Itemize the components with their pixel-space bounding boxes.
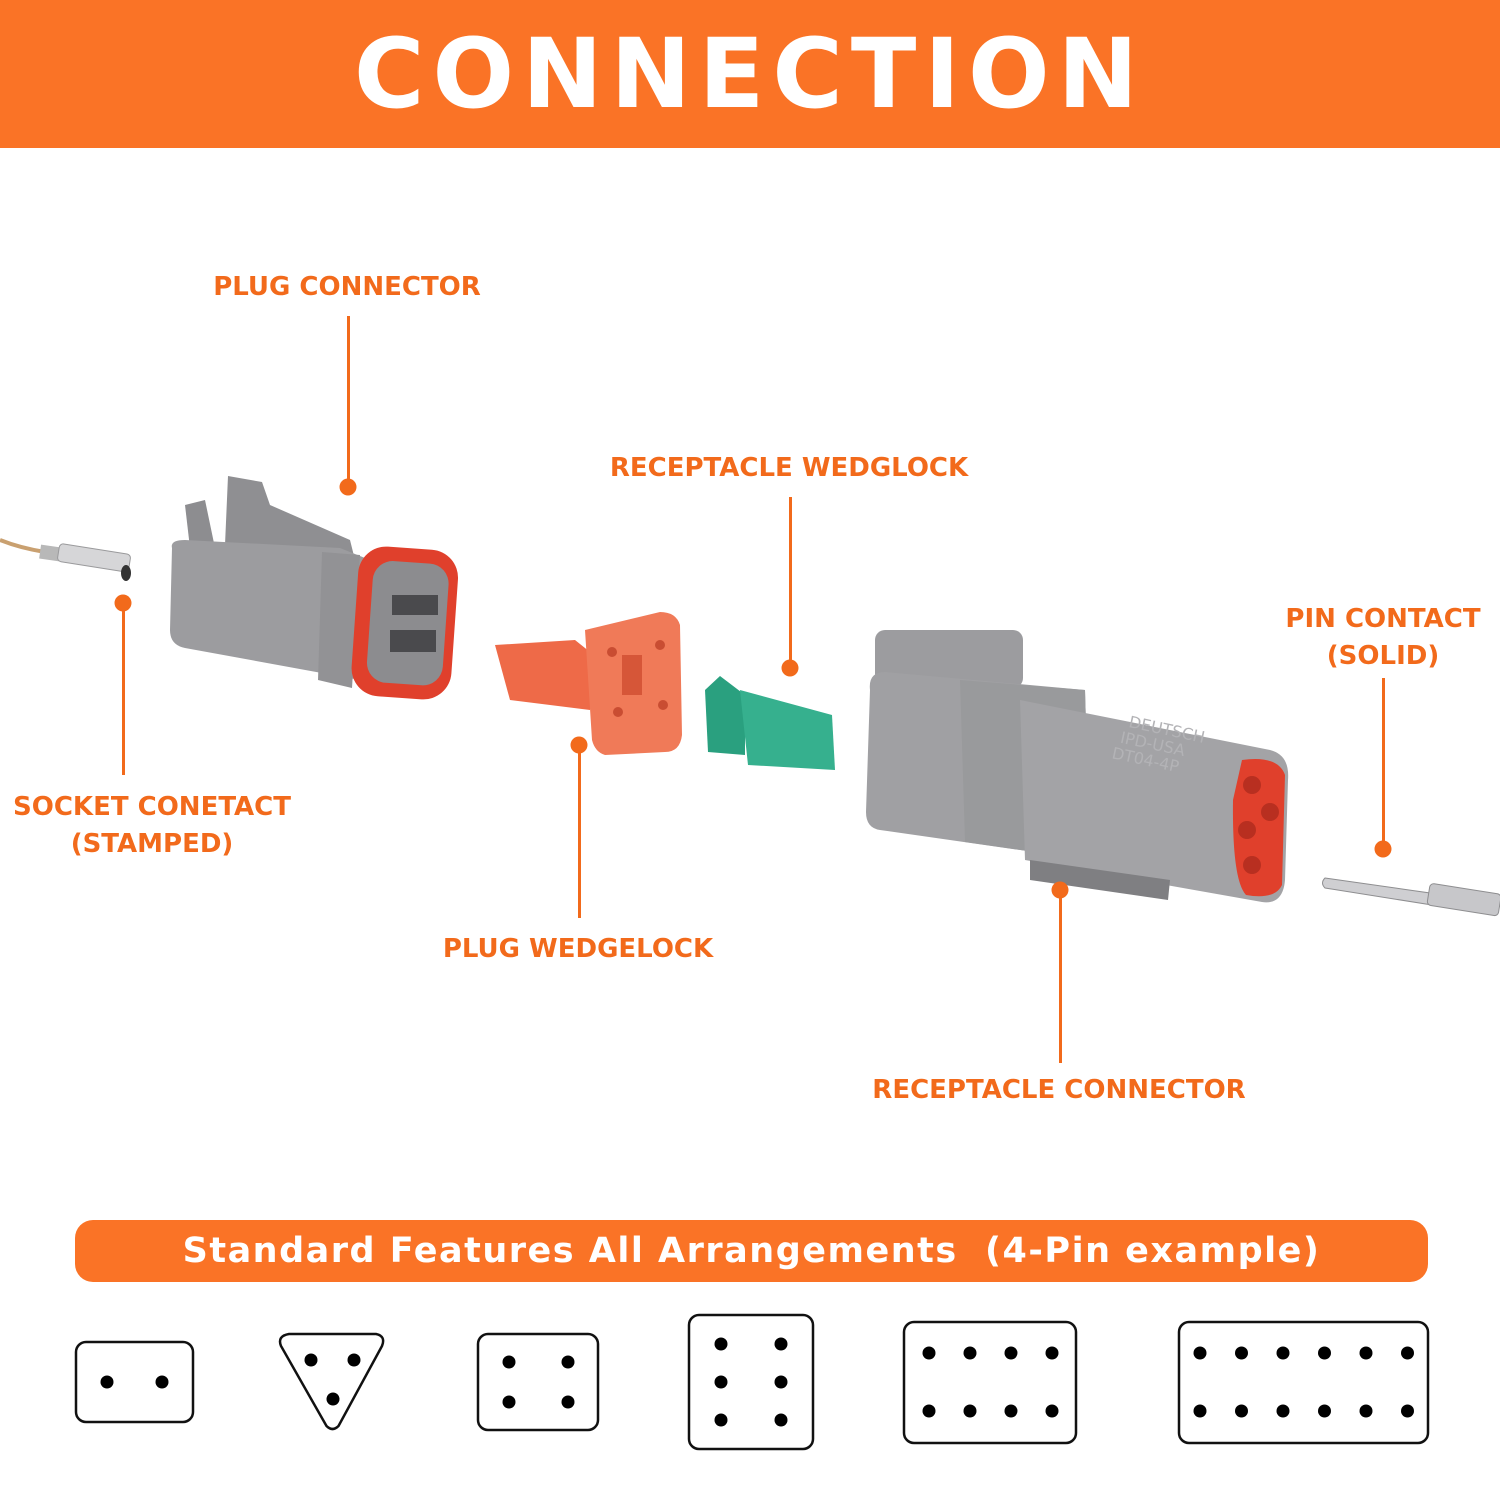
pin-dot [1193, 1404, 1207, 1418]
callout-dot [1374, 840, 1392, 858]
arrangement-outline [1177, 1320, 1430, 1445]
features-banner: Standard Features All Arrangements (4-Pi… [75, 1220, 1428, 1282]
plug-connector-image [170, 476, 459, 700]
receptacle-wedgelock-image [705, 676, 835, 770]
pin-dot [1004, 1404, 1018, 1418]
pin-dot [1359, 1404, 1373, 1418]
pin-dot [922, 1404, 936, 1418]
label-line: SOCKET CONETACT [13, 792, 291, 822]
pin-dot [1235, 1404, 1248, 1418]
pin-dot [963, 1404, 977, 1418]
pin-dot [1276, 1346, 1290, 1360]
receptacle-connector-image: DEUTSCH IPD-USA DT04-4P [866, 630, 1289, 903]
socket-contact-image [0, 538, 131, 581]
callout-dot [781, 659, 799, 677]
pin-arrangement-6 [687, 1313, 815, 1451]
pin-dot [1045, 1346, 1059, 1360]
pin-dot [1004, 1346, 1018, 1360]
callout-line [578, 745, 581, 918]
pin-dot [561, 1395, 575, 1409]
pin-dot [774, 1375, 788, 1389]
pin-dot [326, 1392, 340, 1406]
callout-line [347, 316, 350, 487]
label-line: (SOLID) [1326, 641, 1440, 671]
label-line: (STAMPED) [70, 829, 234, 859]
pin-dot [347, 1353, 361, 1367]
pin-arrangement-12 [1177, 1320, 1430, 1445]
pin-dot [963, 1346, 977, 1360]
callout-line [1382, 678, 1385, 849]
pin-dot [714, 1375, 728, 1389]
pin-dot [922, 1346, 936, 1360]
pin-arrangement-8 [902, 1320, 1078, 1445]
pin-dot [1318, 1404, 1331, 1418]
label-plug-connector: PLUG CONNECTOR [213, 272, 481, 302]
pin-dot [1318, 1346, 1331, 1360]
page-title: CONNECTION [354, 18, 1146, 130]
pin-dot [774, 1413, 788, 1427]
arrangement-outline [278, 1332, 385, 1431]
pin-dot [502, 1355, 516, 1369]
label-line: PIN CONTACT [1285, 604, 1481, 634]
callout-line [1059, 890, 1062, 1063]
pin-dot [1401, 1346, 1414, 1360]
arrangement-outline [476, 1332, 600, 1432]
callout-line [789, 497, 792, 668]
arrangement-outline [902, 1320, 1078, 1445]
plug-wedgelock-image [495, 612, 682, 755]
pin-contact-image [1322, 877, 1500, 917]
pin-dot [502, 1395, 516, 1409]
pin-arrangement-4 [476, 1332, 600, 1432]
pin-dot [1193, 1346, 1207, 1360]
label-plug-wedgelock: PLUG WEDGELOCK [442, 934, 714, 964]
pin-arrangement-2 [74, 1340, 195, 1424]
pin-dot [561, 1355, 575, 1369]
pin-dot [1276, 1404, 1290, 1418]
pin-dot [714, 1337, 728, 1351]
pin-dot [1359, 1346, 1373, 1360]
callout-dot [339, 478, 357, 496]
pin-dot [1401, 1404, 1414, 1418]
label-pin-contact: PIN CONTACT (SOLID) [1285, 601, 1480, 675]
connector-illustration: DEUTSCH IPD-USA DT04-4P [0, 476, 1500, 917]
label-receptacle-connector: RECEPTACLE CONNECTOR [872, 1075, 1246, 1105]
header-bar: CONNECTION [0, 0, 1500, 148]
arrangement-outline [74, 1340, 195, 1424]
pin-dot [100, 1375, 114, 1389]
pin-arrangement-3 [278, 1332, 385, 1431]
pin-dot [1045, 1404, 1059, 1418]
pin-dot [1235, 1346, 1248, 1360]
label-receptacle-wedglock: RECEPTACLE WEDGLOCK [609, 453, 969, 483]
pin-dot [774, 1337, 788, 1351]
pin-dot [155, 1375, 169, 1389]
pin-dot [304, 1353, 318, 1367]
pin-dot [714, 1413, 728, 1427]
arrangement-outline [687, 1313, 815, 1451]
callout-line [122, 603, 125, 775]
label-socket-contact: SOCKET CONETACT (STAMPED) [13, 789, 291, 863]
